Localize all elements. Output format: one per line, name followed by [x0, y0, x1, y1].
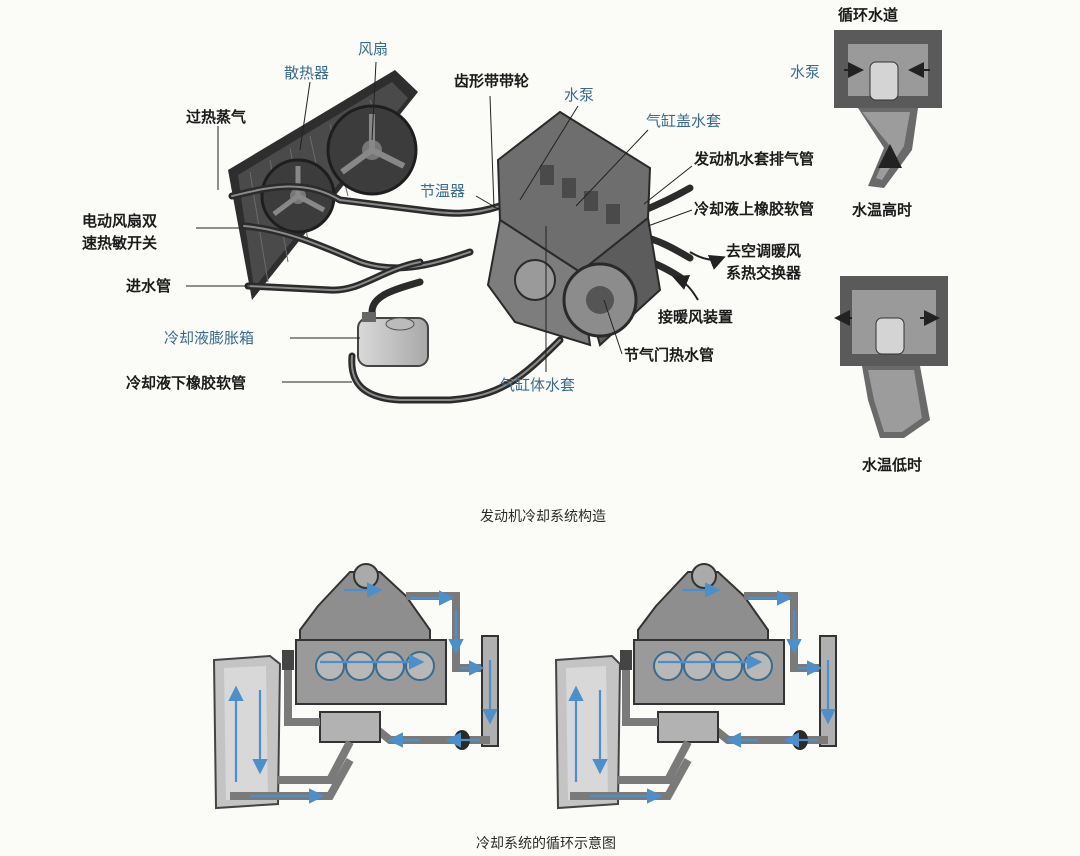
- superheated-steam-label: 过热蒸气: [186, 108, 246, 126]
- hoses: [228, 183, 694, 404]
- thermostat-panel: 循环水道 水泵 水温高时 水温低时: [790, 6, 948, 474]
- inlet-pipe-label: 进水管: [126, 277, 171, 295]
- high-temp-label: 水温高时: [852, 201, 912, 219]
- heater-in-arrow: [672, 275, 699, 301]
- radiator-label: 散热器: [284, 64, 329, 82]
- fan-switch-label-1: 电动风扇双: [82, 212, 157, 230]
- circulation-channel-label: 循环水道: [838, 6, 898, 24]
- heater-device-label: 接暖风装置: [658, 308, 733, 326]
- thermostat-high-temp: [834, 30, 942, 188]
- thermostat-pump-label: 水泵: [790, 63, 820, 81]
- fan-switch-label-2: 速热敏开关: [82, 234, 157, 252]
- leader-lines: [186, 61, 693, 383]
- fan-label: 风扇: [358, 40, 388, 58]
- bottom-caption: 冷却系统的循环示意图: [476, 835, 616, 852]
- top-caption: 发动机冷却系统构造: [480, 509, 606, 525]
- upper-hose-label: 冷却液上橡胶软管: [694, 200, 814, 218]
- engine-block: [486, 110, 662, 347]
- lower-hose-label: 冷却液下橡胶软管: [126, 374, 246, 392]
- low-temp-label: 水温低时: [862, 456, 922, 474]
- engine-cooling-diagram: 散热器 风扇 过热蒸气 电动风扇双 速热敏开关 进水管 冷却液膨胀箱 冷却液下橡…: [82, 40, 814, 525]
- toothed-pulley-label: 齿形带带轮: [454, 72, 529, 90]
- heater-label-1: 去空调暖风: [726, 242, 801, 260]
- heater-out-arrow: [689, 251, 726, 270]
- fan-icon: [260, 104, 418, 234]
- water-pump-label: 水泵: [564, 86, 594, 104]
- circulation-schematic-left: [212, 563, 499, 810]
- thermostat-label: 节温器: [420, 182, 465, 200]
- expansion-tank-label: 冷却液膨胀箱: [164, 329, 254, 347]
- heater-label-2: 系热交换器: [726, 264, 802, 282]
- throttle-pipe-label: 节气门热水管: [624, 346, 714, 364]
- thermostat-low-temp: [834, 276, 948, 438]
- circulation-schematic-right: [554, 563, 837, 810]
- block-jacket-label: 气缸体水套: [500, 376, 575, 394]
- expansion-tank: [357, 312, 429, 367]
- jacket-vent-label: 发动机水套排气管: [693, 150, 814, 168]
- head-jacket-label: 气缸盖水套: [646, 112, 721, 130]
